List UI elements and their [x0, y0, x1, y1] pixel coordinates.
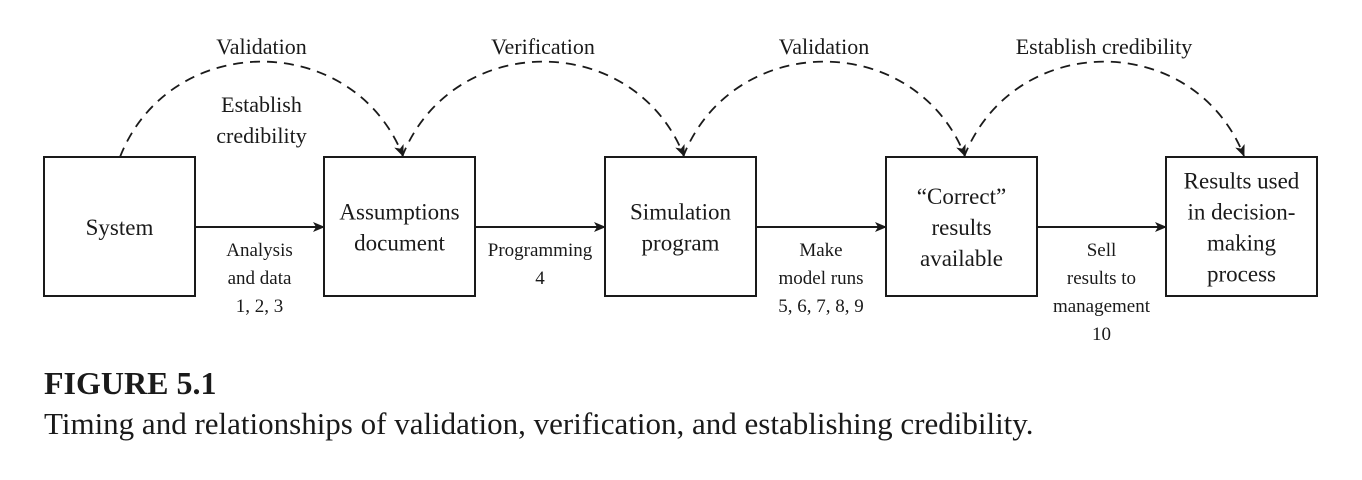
edge-label: results to	[1067, 268, 1136, 289]
arc-correct-results-to-results-used: Establish credibility	[963, 34, 1245, 158]
box-results-used: Results used in decision-making process	[1165, 156, 1318, 297]
edge-assumptions-document-to-simulation-program: Programming 4	[475, 222, 606, 289]
arc-sublabel: credibility	[216, 123, 306, 148]
box-label: Results used	[1184, 169, 1300, 194]
edge-label: 5, 6, 7, 8, 9	[778, 296, 864, 317]
dashed-arc	[401, 60, 685, 158]
box-label: “Correct”	[917, 184, 1006, 209]
box-frame	[885, 156, 1038, 297]
edge-label: model runs	[779, 268, 864, 289]
dashed-arc	[963, 60, 1245, 158]
edge-label: 4	[535, 268, 545, 289]
dashed-arc	[682, 60, 966, 158]
box-frame	[604, 156, 757, 297]
box-frame	[323, 156, 476, 297]
edge-label: management	[1053, 296, 1151, 317]
edge-label: 10	[1092, 324, 1111, 345]
arc-label: Validation	[779, 34, 869, 59]
box-label: results	[931, 215, 991, 240]
figure-caption: Timing and relationships of validation, …	[44, 406, 1034, 441]
box-label: Simulation	[630, 200, 731, 225]
figure-title: FIGURE 5.1	[44, 365, 217, 401]
box-label: process	[1207, 262, 1276, 287]
box-label: making	[1207, 231, 1276, 256]
edge-system-to-assumptions-document: Analysis and data 1, 2, 3	[195, 222, 325, 317]
dashed-arc	[119, 60, 404, 158]
arc-label: Establish credibility	[1016, 34, 1193, 59]
edge-label: and data	[228, 268, 292, 289]
box-simulation-program: Simulation program	[604, 156, 757, 297]
box-system: System	[43, 156, 196, 297]
edge-simulation-program-to-correct-results: Make model runs 5, 6, 7, 8, 9	[756, 222, 887, 317]
process-boxes: System Assumptions document Simulation progr…	[43, 156, 1318, 297]
arc-label: Validation	[216, 34, 306, 59]
edge-label: Programming	[488, 240, 593, 261]
edge-label: 1, 2, 3	[236, 296, 284, 317]
box-correct-results: “Correct” results available	[885, 156, 1038, 297]
box-label: program	[642, 231, 720, 256]
edge-correct-results-to-results-used: Sell results to management 10	[1037, 222, 1167, 345]
arc-assumptions-document-to-simulation-program: Verification	[401, 34, 685, 158]
edge-label: Make	[799, 240, 842, 261]
box-label: in decision-	[1188, 200, 1296, 225]
box-label: document	[354, 231, 445, 256]
flow-edges: Analysis and data 1, 2, 3 Programming 4 Make m…	[195, 222, 1167, 345]
box-label: available	[920, 246, 1003, 271]
arc-label: Verification	[491, 34, 595, 59]
box-label: Assumptions	[339, 200, 459, 225]
arc-sublabel: Establish	[221, 92, 302, 117]
box-frame	[1165, 156, 1318, 297]
box-assumptions-document: Assumptions document	[323, 156, 476, 297]
box-frame	[43, 156, 196, 297]
edge-label: Analysis	[226, 240, 293, 261]
edge-label: Sell	[1087, 240, 1117, 261]
box-label: System	[86, 215, 154, 240]
arc-simulation-program-to-correct-results: Validation	[682, 34, 966, 158]
